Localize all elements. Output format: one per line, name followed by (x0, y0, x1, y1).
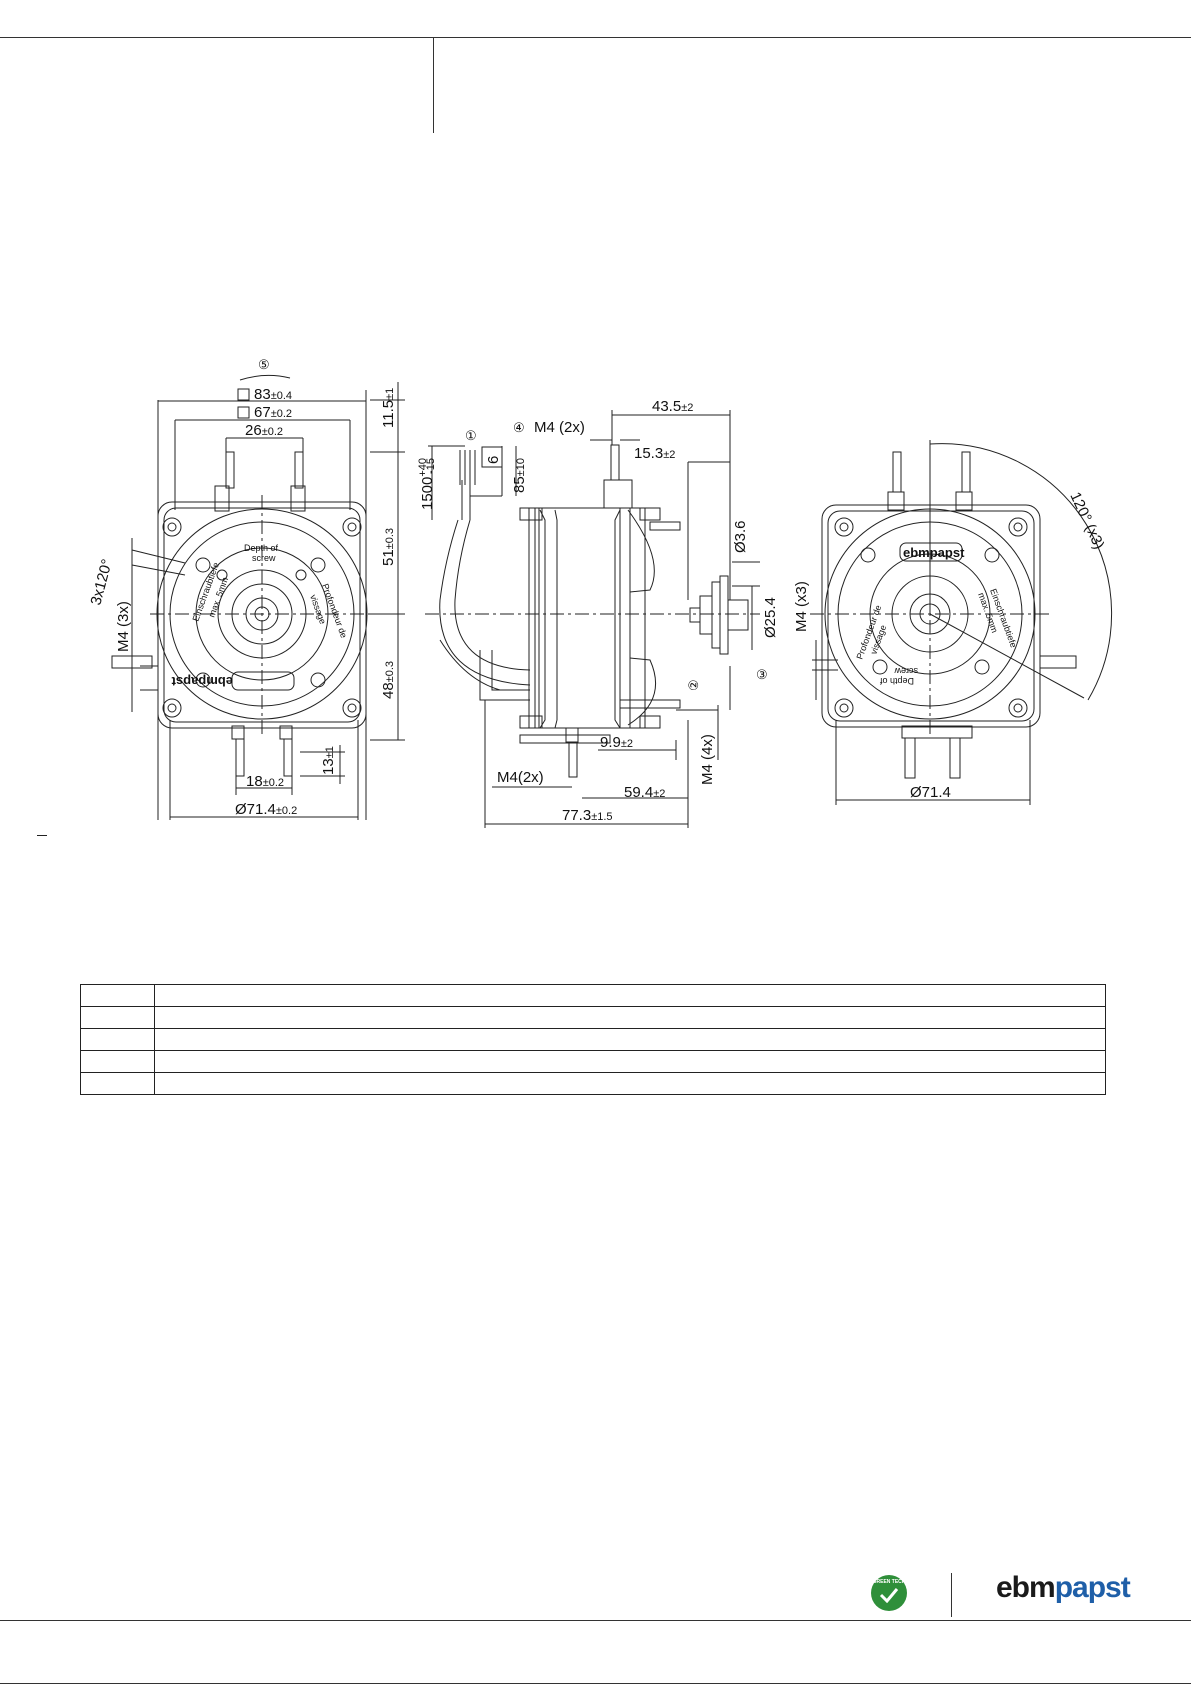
dim-6: 6 (485, 456, 502, 464)
dim-77-3: 77.3±1.5 (562, 807, 613, 824)
dim-85: 85±10 (511, 458, 528, 493)
table-cell-text (154, 1006, 1106, 1029)
ebmpapst-footer-logo: ebmpapst (996, 1571, 1131, 1604)
table-row (80, 1028, 1106, 1051)
angle-120-x3: 120° (x3) (1066, 490, 1107, 552)
depth-text: Depth of (879, 676, 914, 686)
table-cell-text (154, 1028, 1106, 1051)
footer-divider (951, 1573, 952, 1617)
rear-view-labels: 120° (x3) M4 (x3) Ø71.4 ebmpapst Einschr… (793, 490, 1108, 801)
ebmpapst-logo: ebmpapst (903, 545, 965, 560)
dim-18: 18±0.2 (246, 773, 284, 790)
table-row (80, 1050, 1106, 1073)
callout-4: ④ (513, 420, 525, 435)
table-row (80, 984, 1106, 1007)
dim-26: 26±0.2 (245, 422, 283, 439)
header-divider (433, 37, 434, 133)
technical-drawing: ⑤ 83±0.4 67±0.2 26±0.2 11.5±1 51±0.3 48±… (87, 357, 1113, 828)
dim-51: 51±0.3 (380, 528, 397, 566)
callout-3: ③ (756, 667, 768, 682)
dim-1500: 1500+40-15 (417, 458, 437, 510)
table-cell-text (154, 1050, 1106, 1073)
dim-59-4: 59.4±2 (624, 784, 665, 801)
dim-3-6: Ø3.6 (732, 520, 749, 553)
dim-71-4-rear: Ø71.4 (910, 784, 951, 801)
callout-5: ⑤ (258, 357, 270, 372)
dim-9-9: 9.9±2 (600, 734, 633, 751)
footer-rule-1 (0, 1620, 1191, 1621)
thread-m4-2x-top: M4 (2x) (534, 419, 585, 436)
front-view (111, 374, 405, 820)
dim-11-5: 11.5±1 (380, 388, 397, 428)
stray-dash (37, 835, 47, 836)
thread-m4-4x: M4 (4x) (699, 734, 716, 785)
dim-25-4: Ø25.4 (762, 597, 779, 638)
dim-71-4-front: Ø71.4±0.2 (235, 801, 297, 818)
dim-48: 48±0.3 (380, 661, 397, 699)
callout-1: ① (465, 428, 477, 443)
legend-table (80, 984, 1106, 1095)
table-row (80, 1006, 1106, 1029)
side-view (425, 410, 760, 828)
thread-m4-2x-bottom: M4(2x) (497, 769, 544, 786)
thread-m4-3x: M4 (3x) (115, 601, 132, 652)
green-tech-label: GREEN TECH (872, 1579, 906, 1585)
footer-rule-2 (0, 1683, 1191, 1684)
dim-67: 67±0.2 (254, 404, 292, 421)
depth-text: Depth of (244, 543, 279, 553)
dim-83: 83±0.4 (254, 386, 292, 403)
depth-text: screw (252, 553, 276, 563)
dim-13: 13±1 (320, 746, 337, 775)
thread-m4-x3: M4 (x3) (793, 581, 810, 632)
checkmark-icon (879, 1588, 899, 1603)
dim-43-5: 43.5±2 (652, 398, 693, 415)
header-top-rule (0, 37, 1191, 38)
callout-2: ② (686, 679, 701, 691)
angle-3x120: 3x120° (87, 557, 116, 607)
table-cell-num (80, 1028, 155, 1051)
side-view-labels: ① ④ M4 (2x) 6 85±10 1500+40-15 43.5±2 15… (417, 398, 779, 824)
rear-view (810, 440, 1113, 805)
depth-text: screw (894, 666, 918, 676)
table-cell-text (154, 1072, 1106, 1095)
table-cell-text (154, 984, 1106, 1007)
table-cell-num (80, 984, 155, 1007)
table-cell-num (80, 1072, 155, 1095)
table-cell-num (80, 1050, 155, 1073)
dim-15-3: 15.3±2 (634, 445, 675, 462)
ebmpapst-logo: ebmpapst (171, 674, 233, 689)
table-row (80, 1072, 1106, 1095)
green-tech-badge-icon: GREEN TECH (871, 1575, 907, 1611)
table-cell-num (80, 1006, 155, 1029)
